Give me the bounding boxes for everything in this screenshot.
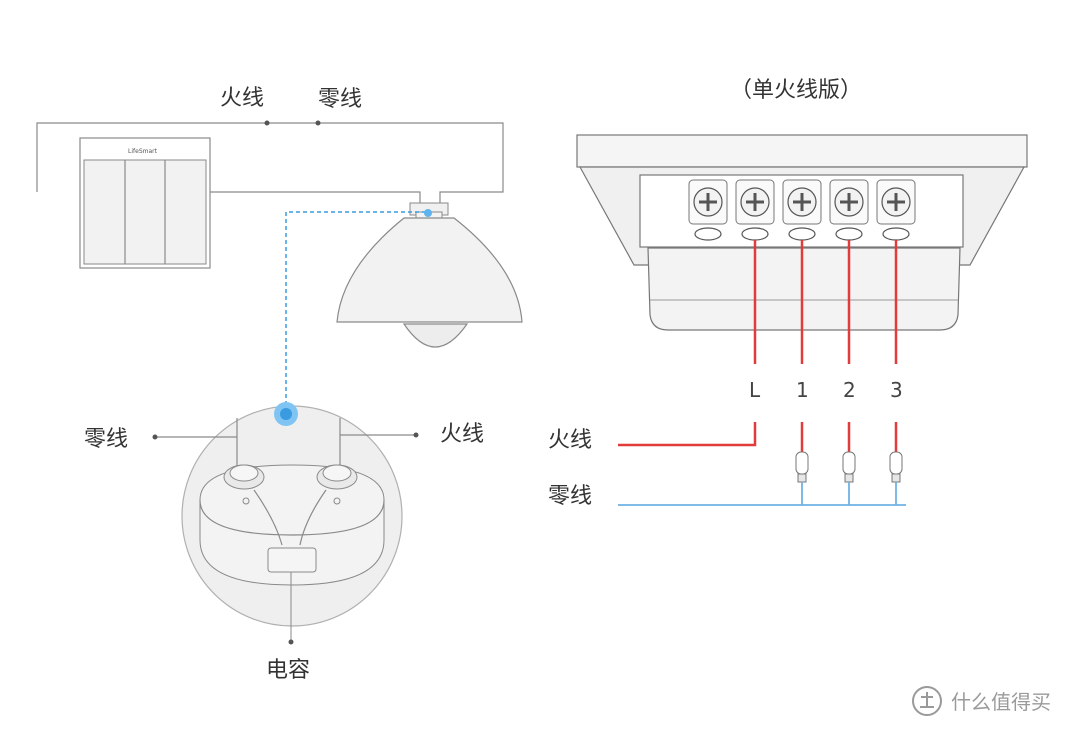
right-terminal-diagram: （单火线版） [548, 78, 1028, 509]
left-wiring-diagram: 火线 零线 LifeSmart [36, 86, 523, 683]
bulb-icon [795, 451, 809, 483]
screw-icon [876, 179, 916, 241]
screw-icon [829, 179, 869, 241]
label-capacitor: 电容 [266, 658, 310, 683]
terminal-label-L: L [749, 378, 761, 402]
fire-top-dot [264, 120, 270, 126]
label-fire-top: 火线 [220, 86, 264, 111]
dashed-signal-link [285, 211, 428, 412]
terminal-label-2: 2 [843, 378, 856, 402]
top-wire-loop [36, 122, 504, 205]
housing-top-plate [576, 134, 1028, 168]
right-title: （单火线版） [730, 78, 862, 103]
label-fire-right: 火线 [548, 428, 592, 453]
label-fire-side: 火线 [440, 422, 484, 447]
terminal-label-3: 3 [890, 378, 903, 402]
wall-switch: LifeSmart [79, 137, 211, 269]
label-zero-right: 零线 [548, 484, 592, 509]
housing-lower [647, 247, 961, 331]
watermark-text: 什么值得买 [951, 690, 1051, 714]
watermark: 什么值得买 [912, 686, 1051, 716]
ceiling-lamp [336, 202, 523, 348]
terminal-label-1: 1 [796, 378, 809, 402]
label-zero-top: 零线 [318, 87, 362, 112]
lamp-link-dot [424, 209, 432, 217]
switch-brand-label: LifeSmart [128, 148, 158, 155]
zero-wire [618, 482, 906, 506]
screw-icon [688, 179, 728, 241]
bulb-icon [889, 451, 903, 483]
label-zero-side: 零线 [84, 427, 128, 452]
red-terminal-wires [618, 240, 898, 452]
capacitor-zoom-circle [181, 402, 403, 645]
zero-top-dot [315, 120, 321, 126]
screw-icon [735, 179, 775, 241]
capacitor-block [267, 547, 317, 573]
zhi-logo-icon [912, 686, 942, 716]
bulb-icon [842, 451, 856, 483]
